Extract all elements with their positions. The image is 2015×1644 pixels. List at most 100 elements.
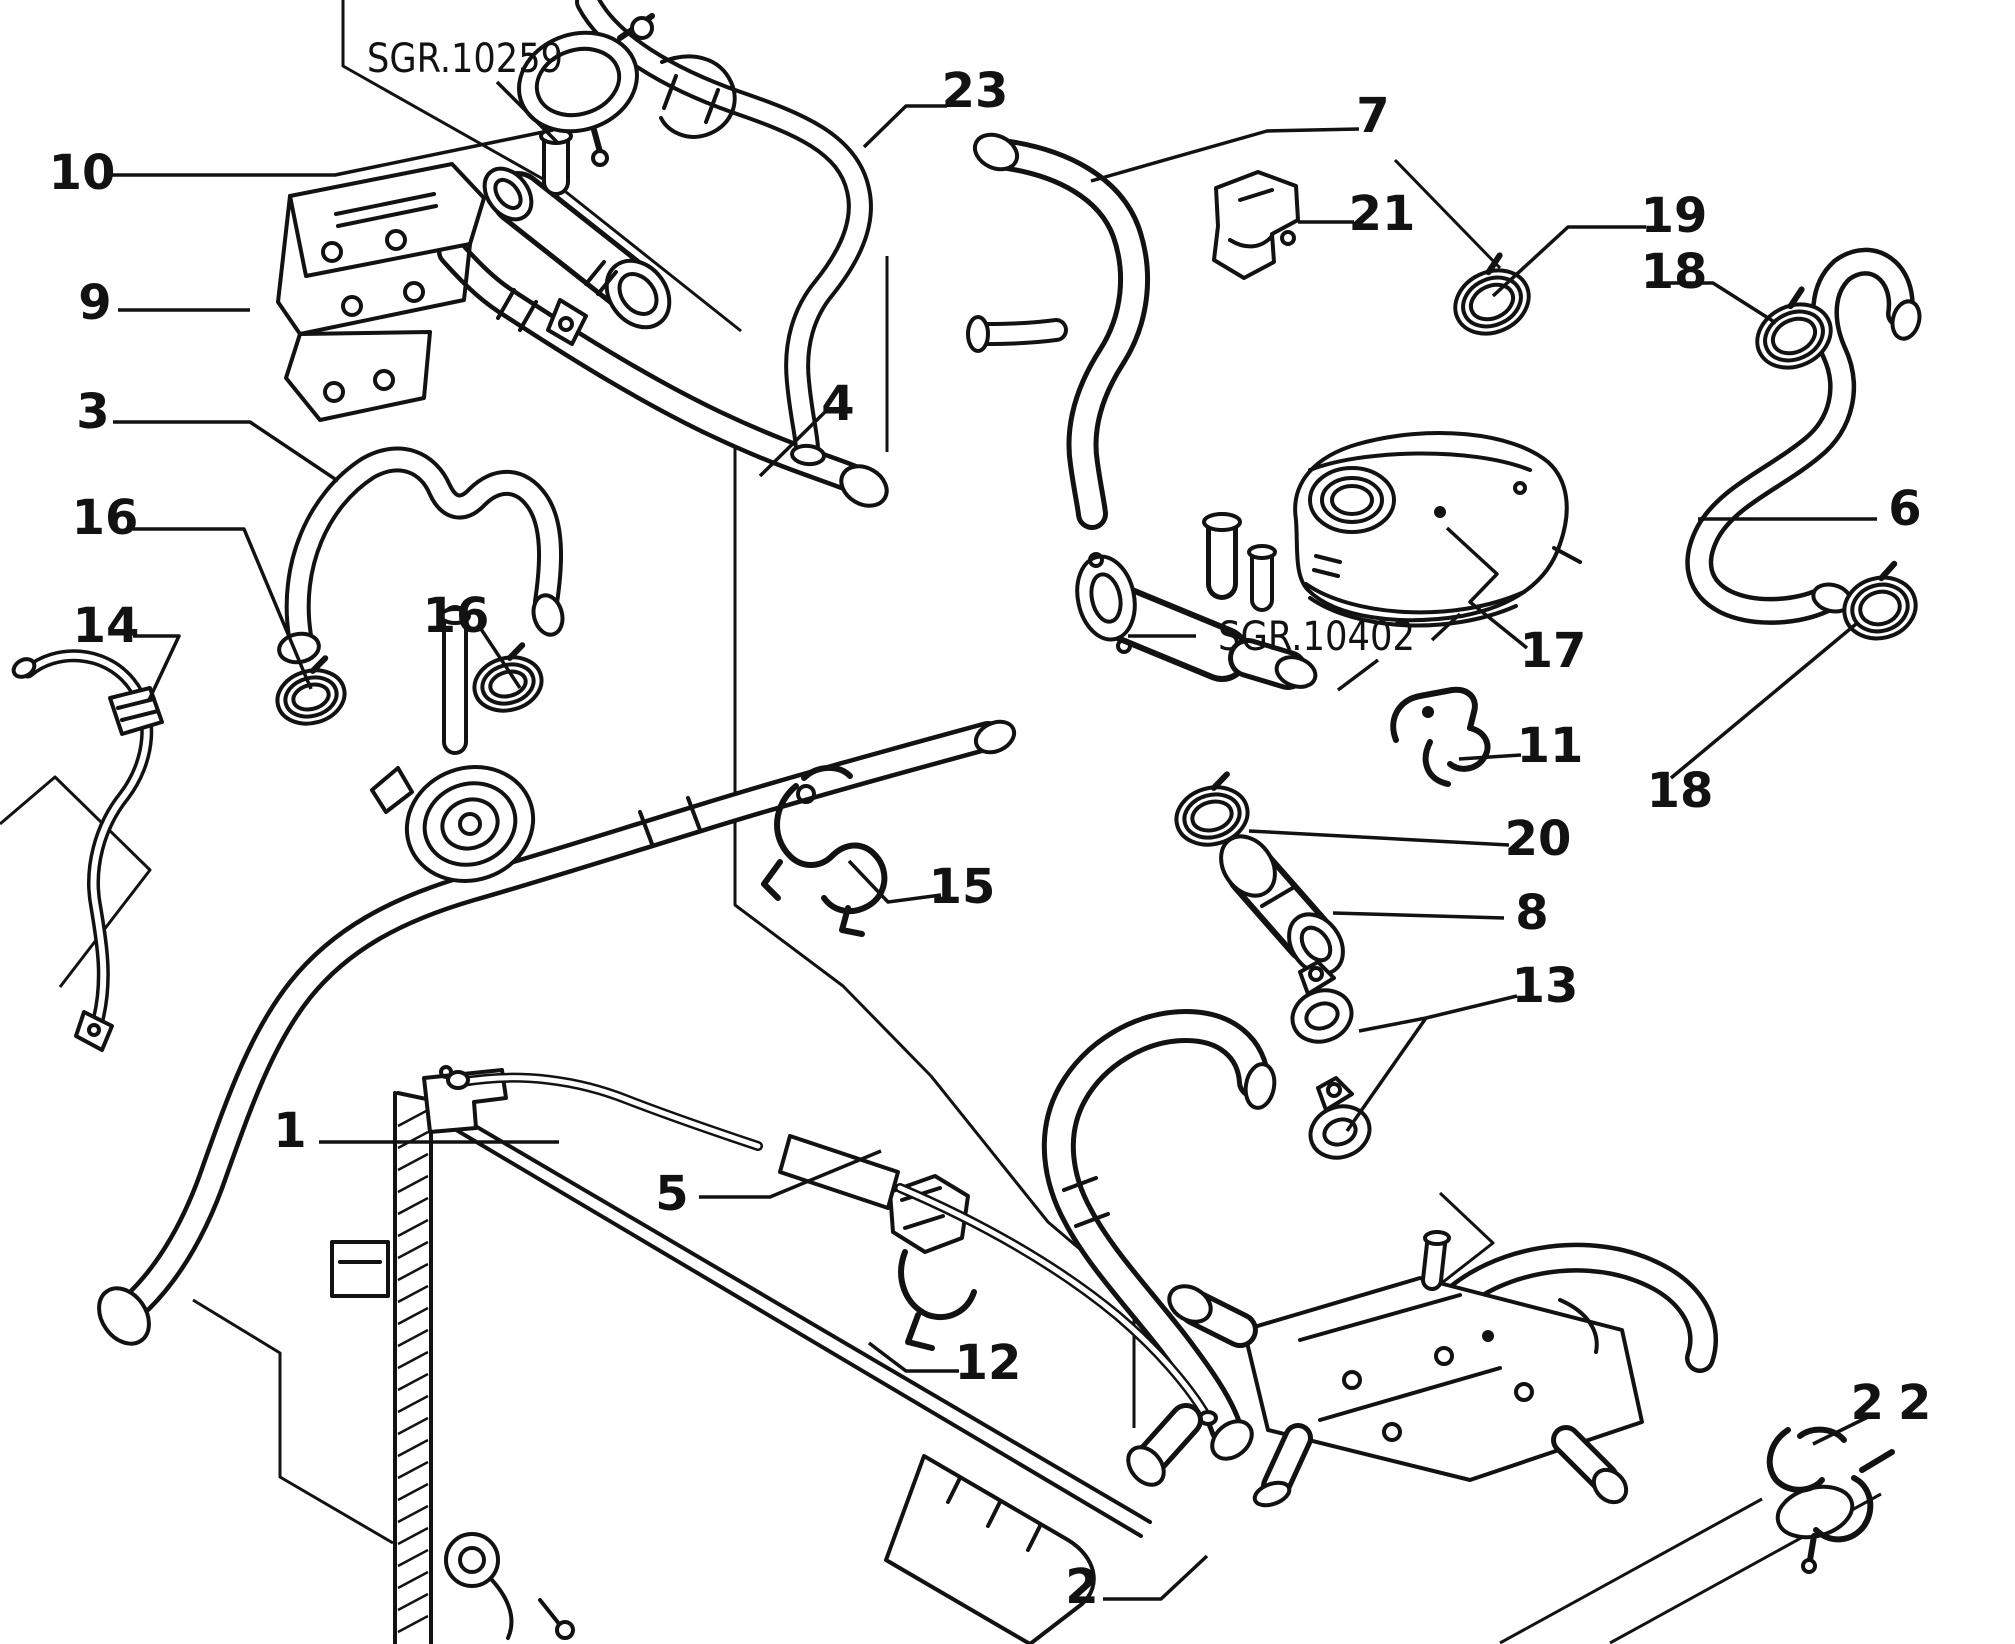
callout-19[interactable]: 19 [1641, 188, 1708, 244]
callout-7[interactable]: 7 [1356, 88, 1389, 144]
callout-18-13[interactable]: 18 [1641, 244, 1708, 300]
clamp-18-lower [1842, 560, 1918, 641]
callout-16-3[interactable]: 16 [72, 490, 139, 546]
callout-8[interactable]: 8 [1515, 885, 1548, 941]
hose-1-end-cuff [97, 1286, 151, 1346]
callout-leader-lines [110, 80, 1877, 1601]
coolant-hose-1 [97, 719, 1017, 1346]
hatch-line [397, 1526, 429, 1546]
callout-16-5[interactable]: 16 [423, 588, 490, 644]
leader-20-17 [1248, 829, 1510, 847]
engine-oil-cooler [370, 605, 536, 883]
leader-3-2 [113, 420, 339, 483]
callout-20[interactable]: 20 [1505, 811, 1572, 867]
leader-11-16 [1458, 753, 1522, 761]
callout-15[interactable]: 15 [929, 859, 996, 915]
callout-10[interactable]: 10 [49, 145, 116, 201]
leader-22-24 [1812, 1414, 1871, 1446]
hatch-line [397, 1174, 429, 1194]
hatch-line [397, 1284, 429, 1304]
radiator-side-clip [330, 1240, 390, 1298]
hatch-line [397, 1416, 429, 1436]
callout-13[interactable]: 13 [1512, 958, 1579, 1014]
callout-6[interactable]: 6 [1888, 481, 1921, 537]
coolant-hose-1-tube-core [129, 725, 999, 1311]
callout-18-20[interactable]: 18 [1647, 763, 1714, 819]
callout-23[interactable]: 23 [942, 63, 1009, 119]
mounting-bracket-9 [276, 162, 486, 422]
sgr-10402-leader-1 [1336, 658, 1380, 692]
leader-15-21 [847, 859, 942, 904]
radiator-top-bracket [422, 1068, 508, 1134]
coolant-hose-1-tube [125, 721, 1003, 1315]
hatch-line [397, 1570, 429, 1590]
hatch-line [397, 1108, 429, 1128]
leader-13-19 [1358, 994, 1518, 1033]
hatch-line [397, 1240, 429, 1260]
callout-2[interactable]: 2 [1065, 1559, 1098, 1615]
expansion-tank [1293, 431, 1582, 628]
callout-4[interactable]: 4 [821, 376, 854, 432]
hatch-line [397, 1306, 429, 1326]
leader-2-23 [1103, 1554, 1209, 1601]
coolant-hose-3-tube-core [288, 450, 559, 645]
retainer-15 [761, 765, 888, 937]
radiator-core-hatching [397, 1108, 429, 1634]
hatch-line [397, 1394, 429, 1414]
zone-line-8 [1499, 1497, 1763, 1644]
zone-line-5 [0, 775, 152, 988]
hatch-line [397, 1152, 429, 1172]
leader-14-4 [133, 634, 181, 701]
hatch-line [397, 1130, 429, 1150]
leader-12-22 [867, 1341, 959, 1373]
zone-line-2 [565, 190, 742, 333]
callout-11[interactable]: 11 [1517, 718, 1584, 774]
callout-1[interactable]: 1 [273, 1103, 306, 1159]
pipe-holders-13 [1290, 960, 1372, 1160]
clamp-19 [1453, 252, 1531, 336]
bracket-11 [1390, 686, 1491, 787]
hatch-line [397, 1482, 429, 1502]
sgr-10402-label[interactable]: SGR.10402 [1218, 614, 1415, 660]
leader-10-0 [110, 128, 554, 177]
coolant-hose-23 [575, 0, 873, 467]
hose-clamp-10 [517, 13, 737, 167]
hatch-line [397, 1328, 429, 1348]
leader-19-12 [1491, 225, 1646, 298]
coolant-hose-6 [1685, 247, 1922, 625]
coolant-hose-2-tube-core [1046, 1014, 1266, 1440]
callout-3[interactable]: 3 [76, 384, 109, 440]
thermo-valve-body-core [1098, 590, 1244, 676]
coolant-hose-6-tube-core [1689, 252, 1911, 621]
leader-17-15 [1445, 526, 1529, 650]
thermo-valve-sgr10402 [1075, 512, 1318, 690]
leader-18-13 [1648, 281, 1777, 325]
callout-21[interactable]: 21 [1349, 186, 1416, 242]
sgr-10259-leader-0 [495, 80, 559, 144]
engine-water-outlet-group [1126, 1230, 1719, 1508]
callout-22[interactable]: 22 [1851, 1375, 1946, 1431]
hatch-line [397, 1614, 429, 1634]
radiator-drain-plug [444, 1532, 500, 1588]
hatch-line [397, 1350, 429, 1370]
retainer-21 [1212, 170, 1300, 280]
callout-14[interactable]: 14 [73, 598, 140, 654]
leader-13-19 [1345, 1016, 1428, 1133]
callout-17[interactable]: 17 [1520, 623, 1587, 679]
sgr-10259-label[interactable]: SGR.10259 [367, 36, 563, 82]
coolant-hose-23-tube-core [579, 0, 869, 457]
clamp-20 [1174, 771, 1250, 847]
callout-9[interactable]: 9 [78, 275, 111, 331]
leader-5-7 [699, 1149, 882, 1199]
callout-12[interactable]: 12 [955, 1335, 1022, 1391]
leader-8-18 [1332, 911, 1505, 920]
hatch-line [397, 1592, 429, 1612]
callout-5[interactable]: 5 [655, 1166, 688, 1222]
hatch-line [397, 1262, 429, 1282]
hatch-line [397, 1196, 429, 1216]
clamp-16-left [275, 655, 347, 726]
hatch-line [397, 1548, 429, 1568]
